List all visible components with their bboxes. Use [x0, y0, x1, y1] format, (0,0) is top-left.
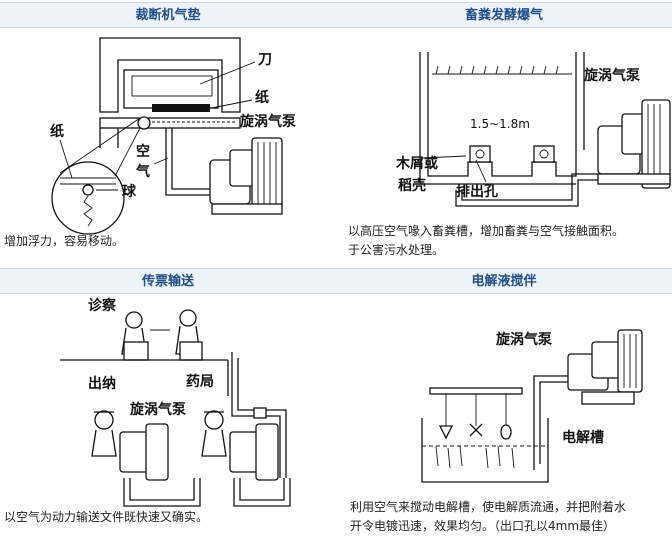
label-sawdust-1: 木屑或: [395, 155, 438, 172]
description-line: 增加浮力，容易移动。: [4, 234, 125, 248]
panel-description: 以高压空气喙入畜粪槽，增加畜粪与空气接触面积。 于公害污水处理。: [348, 222, 624, 260]
label-clinic: 诊察: [88, 297, 117, 314]
description-line: 于公害污水处理。: [348, 243, 445, 257]
label-paper-left: 纸: [50, 123, 64, 140]
panel-manure-aeration: 畜粪发酵爆气 旋涡气泵 1.5~1.8m 木屑或 稻壳 排出孔: [336, 0, 672, 268]
label-blower: 旋涡气泵: [129, 401, 186, 418]
panel-cutter-air-cushion: 裁断机气垫: [0, 0, 336, 268]
panel-title: 裁断机气垫: [0, 2, 336, 28]
label-knife: 刀: [258, 52, 272, 68]
panel-description: 以空气为动力输送文件既快速又确实。: [4, 508, 208, 527]
panel-electrolyte-stirring: 电解液搅伴 旋涡气泵 电解槽 利用空气来搅动电解槽，使电解质流通，并把附着水 开…: [336, 268, 672, 540]
description-line: 以空气为动力输送文件既快速又确实。: [4, 510, 209, 524]
label-blower: 旋涡气泵: [239, 113, 296, 130]
label-ball: 球: [122, 183, 137, 200]
description-line: 开令电镀迅速，效果均匀。（出口孔以4mm最佳）: [350, 519, 616, 533]
label-pharmacy: 药局: [186, 373, 214, 390]
description-line: 利用空气来搅动电解槽，使电解质流通，并把附着水: [350, 500, 627, 514]
panel-title: 畜粪发酵爆气: [336, 2, 672, 28]
label-paper-top: 纸: [255, 89, 269, 106]
electrolyte-diagram: 旋涡气泵 电解槽: [421, 329, 643, 483]
label-tank: 电解槽: [562, 429, 604, 446]
panel-title: 传票输送: [0, 268, 336, 294]
label-cashier: 出纳: [88, 375, 116, 392]
panel-description: 增加浮力，容易移动。: [4, 232, 124, 251]
panel-description: 利用空气来搅动电解槽，使电解质流通，并把附着水 开令电镀迅速，效果均匀。（出口孔…: [350, 498, 626, 536]
label-blower: 旋涡气泵: [583, 67, 640, 84]
label-blower: 旋涡气泵: [495, 331, 552, 348]
label-depth: 1.5~1.8m: [470, 117, 530, 131]
label-sawdust-2: 稻壳: [398, 177, 426, 194]
cutter-diagram: 刀 纸 旋涡气泵 纸 空 气 球: [50, 37, 296, 235]
description-line: 以高压空气喙入畜粪槽，增加畜粪与空气接触面积。: [348, 224, 625, 238]
panel-title: 电解液搅伴: [336, 268, 672, 294]
label-outlet: 排出孔: [456, 183, 498, 200]
panel-document-transport: 传票输送 诊察 出纳 药局: [0, 268, 336, 540]
transport-diagram: 诊察 出纳 药局 旋涡气泵: [60, 297, 291, 507]
label-air-2: 气: [135, 163, 150, 180]
label-air-1: 空: [136, 143, 150, 160]
manure-diagram: 旋涡气泵 1.5~1.8m 木屑或 稻壳 排出孔: [395, 52, 671, 207]
